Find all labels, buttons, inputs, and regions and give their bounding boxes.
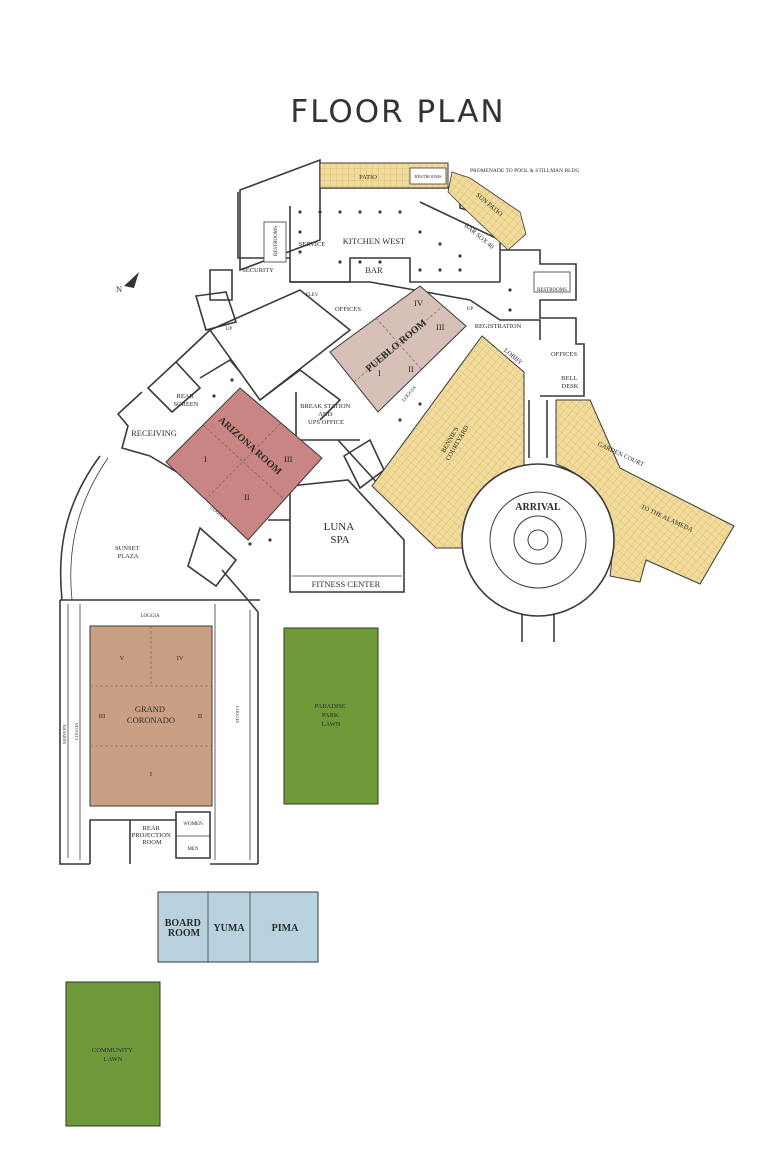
women-restroom-label: WOMEN <box>183 822 203 827</box>
page-title: FLOOR PLAN <box>290 94 505 130</box>
coronado-section: II <box>198 713 202 720</box>
arrival-label: ARRIVAL <box>515 502 561 513</box>
pueblo-section: II <box>408 364 414 374</box>
pueblo-room[interactable]: PUEBLO ROOM I II III IV <box>329 285 467 413</box>
receiving-label: RECEIVING <box>131 428 177 438</box>
offices-north-label: OFFICES <box>335 306 361 313</box>
north-arrow: N <box>116 272 139 294</box>
arizona-section: II <box>244 492 250 502</box>
fitness-center-label: FITNESS CENTER <box>312 579 381 589</box>
luna-spa-label: LUNA SPA <box>324 521 357 546</box>
community-lawn-label: COMMUNITY LAWN <box>92 1047 134 1063</box>
loggia-label-coronado-east: LOGGIA <box>235 706 240 724</box>
up-label-west: UP <box>226 327 233 332</box>
offices-east-label: OFFICES <box>551 351 577 358</box>
svg-text:RESTROOMS: RESTROOMS <box>274 226 279 256</box>
servery-label: SERVERY <box>62 723 67 744</box>
arrival-circle[interactable]: ARRIVAL <box>461 463 615 617</box>
loggia-label-center: LOGGIA <box>402 385 418 403</box>
paradise-park-lawn-label: PARADISE PARK LAWN <box>315 703 348 728</box>
arizona-section: I <box>204 454 207 464</box>
coronado-section: IV <box>177 655 184 662</box>
loggia-label-coronado-west: LOGGIA <box>74 722 79 740</box>
grand-coronado-label: GRAND CORONADO <box>127 704 175 725</box>
rear-projection-room-label: REAR PROJECTION ROOM <box>132 825 173 846</box>
bell-desk-label: BELL DESK <box>561 375 579 390</box>
column-markers <box>212 210 512 546</box>
north-arrow-icon <box>124 272 139 288</box>
bar-label: BAR <box>365 265 383 275</box>
pueblo-section: I <box>378 368 381 378</box>
break-station-label: BREAK STATION AND UPS OFFICE <box>300 403 352 426</box>
pima-room-label[interactable]: PIMA <box>272 923 299 934</box>
building-walls <box>59 158 585 865</box>
yuma-room-label[interactable]: YUMA <box>213 923 245 934</box>
sunset-plaza-label: SUNSET PLAZA <box>115 545 141 560</box>
coronado-section: I <box>150 771 152 778</box>
patio-area: PATIO RESTROOMS <box>319 162 449 189</box>
grand-coronado-ballroom[interactable]: GRAND CORONADO I II III IV V <box>89 625 213 807</box>
pueblo-section: III <box>436 322 445 332</box>
board-room-label[interactable]: BOARD ROOM <box>165 918 204 939</box>
svg-text:RESTROOMS: RESTROOMS <box>537 288 567 293</box>
svg-text:PATIO: PATIO <box>359 174 377 181</box>
community-lawn[interactable]: COMMUNITY LAWN <box>65 981 161 1127</box>
arizona-section: III <box>284 454 293 464</box>
arizona-room[interactable]: ARIZONA ROOM I II III <box>165 387 323 541</box>
paradise-park-lawn[interactable]: PARADISE PARK LAWN <box>283 627 379 805</box>
rear-screen-label: REAR SCREEN <box>174 393 199 408</box>
service-label: SERVICE <box>299 241 326 248</box>
men-restroom-label: MEN <box>187 847 199 852</box>
coronado-section: III <box>99 713 106 720</box>
up-label-east: UP <box>467 307 474 312</box>
restrooms-west <box>263 221 287 263</box>
registration-label: REGISTRATION <box>475 323 522 330</box>
elev-label: ELEV <box>306 293 319 298</box>
svg-text:RESTROOMS: RESTROOMS <box>414 174 442 179</box>
loggia-label-south: LOGGIA <box>140 614 160 619</box>
meeting-rooms: BOARD ROOM YUMA PIMA <box>157 891 319 963</box>
pueblo-section: IV <box>414 298 424 308</box>
security-label: SECURITY <box>242 267 274 274</box>
coronado-section: V <box>120 655 125 662</box>
promenade-label: PROMENADE TO POOL & STILLMAN BLDG <box>470 168 579 174</box>
restrooms-east <box>533 271 571 293</box>
north-label: N <box>116 284 122 294</box>
kitchen-west-label: KITCHEN WEST <box>343 236 406 246</box>
